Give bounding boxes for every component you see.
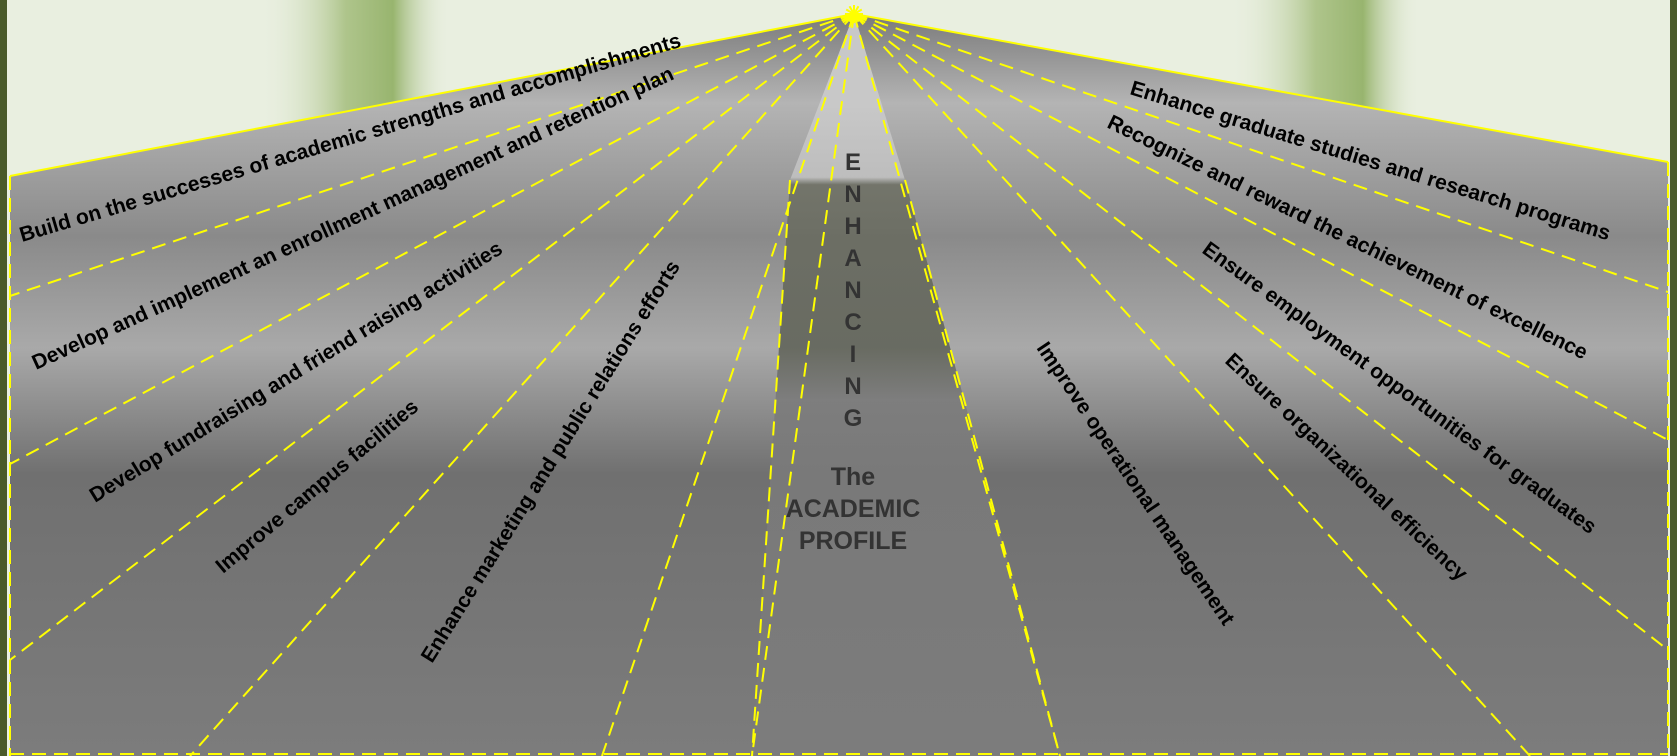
ray-line: [853, 13, 1669, 163]
right-frame: [1670, 0, 1677, 756]
center-caption: The ACADEMIC PROFILE: [786, 463, 921, 555]
ray-line: [9, 13, 855, 661]
ray-line: [853, 13, 1669, 293]
frame-line: [751, 179, 791, 756]
center-letter: I: [850, 341, 857, 368]
ray-line: [853, 13, 1061, 756]
center-caption-line: PROFILE: [799, 527, 907, 555]
ray-line: [853, 13, 1669, 651]
ray-line: [9, 13, 855, 297]
center-letter: C: [844, 309, 861, 336]
ray-lines: [9, 5, 1669, 756]
apex-star-ray: [853, 8, 863, 15]
center-caption-line: The: [831, 463, 876, 491]
center-letter: N: [844, 373, 861, 400]
ray-line: [9, 13, 855, 177]
center-letter: E: [845, 149, 861, 176]
center-letter: G: [844, 405, 863, 432]
center-caption-line: ACADEMIC: [786, 495, 921, 523]
ray-line: [189, 13, 855, 756]
center-letter: N: [844, 277, 861, 304]
ray-line: [751, 13, 855, 756]
frame-line: [904, 179, 1061, 756]
center-letter: A: [844, 245, 861, 272]
ray-line: [853, 13, 1531, 756]
center-letter: N: [844, 181, 861, 208]
center-letter: H: [844, 213, 861, 240]
ray-line: [9, 13, 855, 465]
left-frame: [0, 0, 7, 756]
center-vertical-word: E N H A N C I N G: [844, 149, 863, 432]
